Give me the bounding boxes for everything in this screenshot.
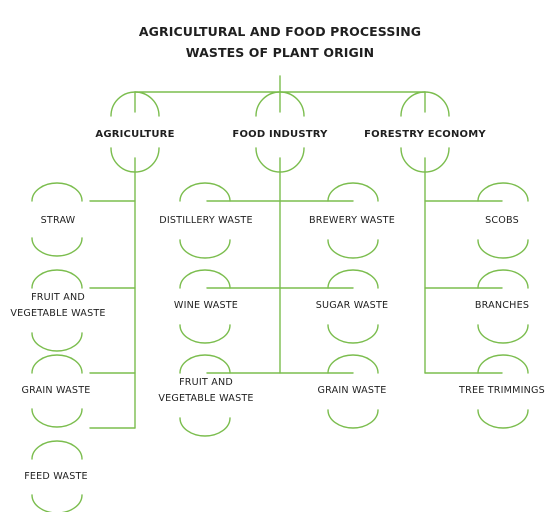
leaf-arc-bottom (31, 408, 83, 428)
leaf-tree-trimmings: TREE TRIMMINGS (459, 385, 545, 396)
diagram-title: AGRICULTURAL AND FOOD PROCESSING WASTES … (139, 21, 421, 63)
leaf-grain-waste: GRAIN WASTE (21, 385, 91, 396)
leaf-arc-top (31, 182, 83, 202)
leaf-arc-top (477, 354, 529, 374)
leaf-arc-top (179, 182, 231, 202)
leaf-arc-top (477, 182, 529, 202)
leaf-arc-top (31, 269, 83, 289)
category-food-industry: FOOD INDUSTRY (232, 129, 328, 140)
forestry-node-arc-bottom (400, 147, 450, 173)
leaf-arc-bottom (477, 239, 529, 259)
category-forestry-economy: FORESTRY ECONOMY (364, 129, 486, 140)
food-industry-node-arc-top (255, 91, 305, 117)
leaf-arc-bottom (31, 494, 83, 512)
leaf-fruit-and-vegetable-waste: FRUIT AND VEGETABLE WASTE (10, 292, 106, 319)
leaf-arc-bottom (179, 324, 231, 344)
leaf-arc-bottom (31, 237, 83, 257)
leaf-grain-waste: GRAIN WASTE (317, 385, 387, 396)
leaf-sugar-waste: SUGAR WASTE (315, 300, 389, 311)
leaf-arc-top (31, 354, 83, 374)
leaf-arc-bottom (179, 417, 231, 437)
agriculture-node-arc-top (110, 91, 160, 117)
leaf-arc-top (31, 440, 83, 460)
leaf-arc-bottom (477, 409, 529, 429)
leaf-arc-top (179, 354, 231, 374)
leaf-arc-bottom (179, 239, 231, 259)
leaf-wine-waste: WINE WASTE (173, 300, 239, 311)
leaf-arc-top (327, 182, 379, 202)
leaf-arc-bottom (31, 332, 83, 352)
leaf-arc-bottom (327, 239, 379, 259)
title-line-1: AGRICULTURAL AND FOOD PROCESSING (138, 24, 422, 39)
leaf-arc-top (327, 269, 379, 289)
leaf-branches: BRANCHES (474, 300, 530, 311)
food-industry-node-arc-bottom (255, 147, 305, 173)
leaf-arc-bottom (477, 324, 529, 344)
leaf-feed-waste: FEED WASTE (24, 471, 88, 482)
leaf-arc-bottom (327, 324, 379, 344)
leaf-brewery-waste: BREWERY WASTE (309, 215, 395, 226)
leaf-scobs: SCOBS (485, 215, 519, 226)
leaf-distillery-waste: DISTILLERY WASTE (159, 215, 253, 226)
category-agriculture: AGRICULTURE (95, 129, 175, 140)
forestry-node-arc-top (400, 91, 450, 117)
leaf-arc-top (179, 269, 231, 289)
leaf-arc-top (477, 269, 529, 289)
leaf-arc-bottom (327, 409, 379, 429)
title-line-2: WASTES OF PLANT ORIGIN (185, 45, 375, 60)
leaf-fruit-and-vegetable-waste: FRUIT AND VEGETABLE WASTE (158, 377, 254, 404)
leaf-straw: STRAW (40, 215, 76, 226)
leaf-arc-top (327, 354, 379, 374)
agriculture-node-arc-bottom (110, 147, 160, 173)
